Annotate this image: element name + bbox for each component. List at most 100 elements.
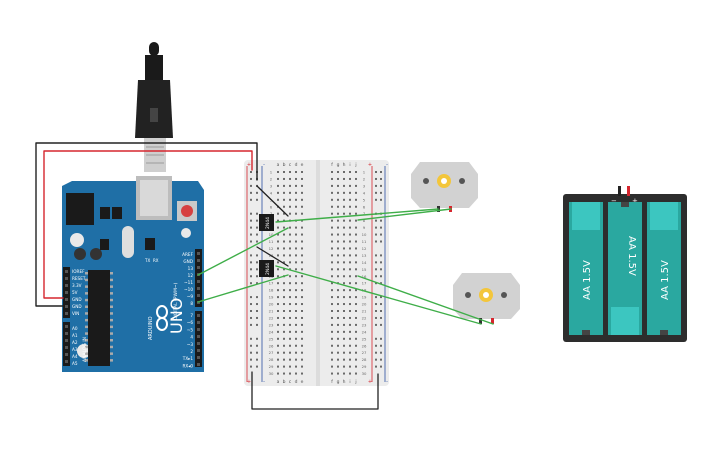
wires: [35, 142, 494, 410]
wire-pin12-green[interactable]: [197, 227, 289, 276]
row-number: 29: [362, 364, 367, 369]
pin-label: ~10: [184, 287, 193, 292]
battery-cell-1-label: AA 1.5V: [582, 260, 593, 300]
pin-label: 7: [190, 313, 193, 318]
capacitor: [74, 248, 86, 260]
row-number: 17: [269, 281, 274, 286]
column-letter: d: [295, 162, 298, 168]
column-letter: j: [354, 379, 356, 385]
column-letter: b: [283, 379, 286, 385]
row-number: 18: [269, 288, 274, 293]
wire-motor2-b-green[interactable]: [357, 275, 494, 325]
board-model-label: UNO: [167, 298, 186, 334]
wire-motor2-a-green[interactable]: [275, 265, 482, 325]
rx-led-label: RX: [153, 258, 159, 263]
pin-label: A2: [72, 340, 78, 345]
wire-pin9-green[interactable]: [197, 274, 289, 303]
column-letter: c: [289, 380, 292, 385]
row-number: 30: [269, 371, 274, 376]
row-number: 7: [363, 211, 366, 216]
transistor-2[interactable]: 2N44: [259, 260, 274, 277]
pin-label: GND: [183, 259, 193, 264]
wire-motor1-b-green[interactable]: [357, 208, 452, 221]
pin-label: A5: [72, 361, 78, 366]
dc-motor-1[interactable]: [411, 162, 478, 212]
battery-pack[interactable]: − + AA 1.5V AA 1.5V AA 1.5V: [563, 186, 687, 342]
pin-label: 2: [190, 349, 193, 354]
column-letter: b: [283, 162, 286, 168]
pin-label: A4: [72, 354, 78, 359]
row-number: 12: [269, 246, 274, 251]
row-number: 12: [362, 246, 367, 251]
pin-label: 4: [190, 335, 193, 340]
battery-cell-2-label: AA 1.5V: [626, 236, 637, 276]
row-number: 5: [363, 197, 366, 202]
pin-label: 8: [190, 301, 193, 306]
row-number: 16: [362, 274, 367, 279]
row-number: 27: [269, 350, 274, 355]
column-letter: g: [337, 163, 340, 168]
wire-gnd-black[interactable]: [35, 142, 258, 307]
pin-label: RESET: [72, 276, 86, 281]
pin-label: A1: [72, 333, 78, 338]
usb-cable[interactable]: [135, 42, 173, 172]
pin-label: ~11: [184, 280, 193, 285]
row-number: 27: [362, 350, 367, 355]
row-number: 15: [362, 267, 367, 272]
pin-label: TX▸1: [182, 356, 194, 361]
arduino-logo: UNO ARDUINO: [148, 298, 186, 340]
wire-5v-red[interactable]: [43, 150, 253, 299]
mount-hole: [70, 233, 84, 247]
row-number: 1: [270, 170, 273, 175]
arduino-uno-board[interactable]: UNO ARDUINO IOREFRESET3.3V5VGNDGNDVINA0A…: [62, 176, 204, 372]
battery-cell-3: AA 1.5V: [647, 202, 681, 335]
wire-jumper-2-black[interactable]: [256, 246, 289, 267]
row-number: 24: [269, 329, 274, 334]
row-number: 25: [362, 336, 367, 341]
row-number: 22: [269, 315, 274, 320]
column-letter: d: [295, 379, 298, 385]
row-number: 6: [363, 204, 366, 209]
pin-label: A3: [72, 347, 78, 352]
row-number: 19: [269, 295, 274, 300]
pin-label: ~3: [187, 342, 194, 347]
row-number: 13: [362, 253, 367, 258]
row-number: 8: [363, 218, 366, 223]
column-letter: a: [277, 163, 280, 168]
row-number: 14: [362, 260, 367, 265]
row-number: 23: [362, 322, 367, 327]
pin-label: 13: [188, 266, 194, 271]
rail-symbol: -: [386, 379, 388, 385]
capacitor: [90, 248, 102, 260]
mount-hole: [181, 228, 191, 238]
column-letter: a: [277, 380, 280, 385]
digital-header-top: [195, 249, 202, 307]
transistor-1-label: 2N44: [265, 217, 271, 229]
row-number: 30: [362, 371, 367, 376]
row-number: 20: [362, 302, 367, 307]
row-number: 3: [363, 183, 366, 188]
row-number: 6: [270, 204, 273, 209]
column-letter: h: [343, 162, 346, 168]
pin-label: ~6: [187, 320, 194, 325]
row-number: 19: [362, 295, 367, 300]
row-number: 2: [363, 176, 366, 181]
dc-motor-2[interactable]: [453, 273, 520, 324]
rail-symbol: +: [368, 162, 372, 168]
battery-plus-label: +: [632, 197, 638, 205]
row-number: 17: [362, 281, 367, 286]
row-number: 10: [269, 232, 274, 237]
wire-rail-bridge-black[interactable]: [251, 371, 379, 410]
pin-label: ~9: [187, 294, 194, 299]
row-number: 26: [362, 343, 367, 348]
wire-jumper-1-black[interactable]: [256, 185, 289, 217]
analog-section-label: ANALOG IN: [82, 337, 88, 362]
column-letter: e: [301, 380, 304, 385]
reset-button[interactable]: [177, 201, 197, 221]
pin-label: VIN: [72, 311, 79, 316]
wire-motor1-a-green[interactable]: [275, 208, 439, 223]
row-number: 4: [270, 190, 273, 195]
transistor-1[interactable]: 2N44: [259, 214, 274, 231]
